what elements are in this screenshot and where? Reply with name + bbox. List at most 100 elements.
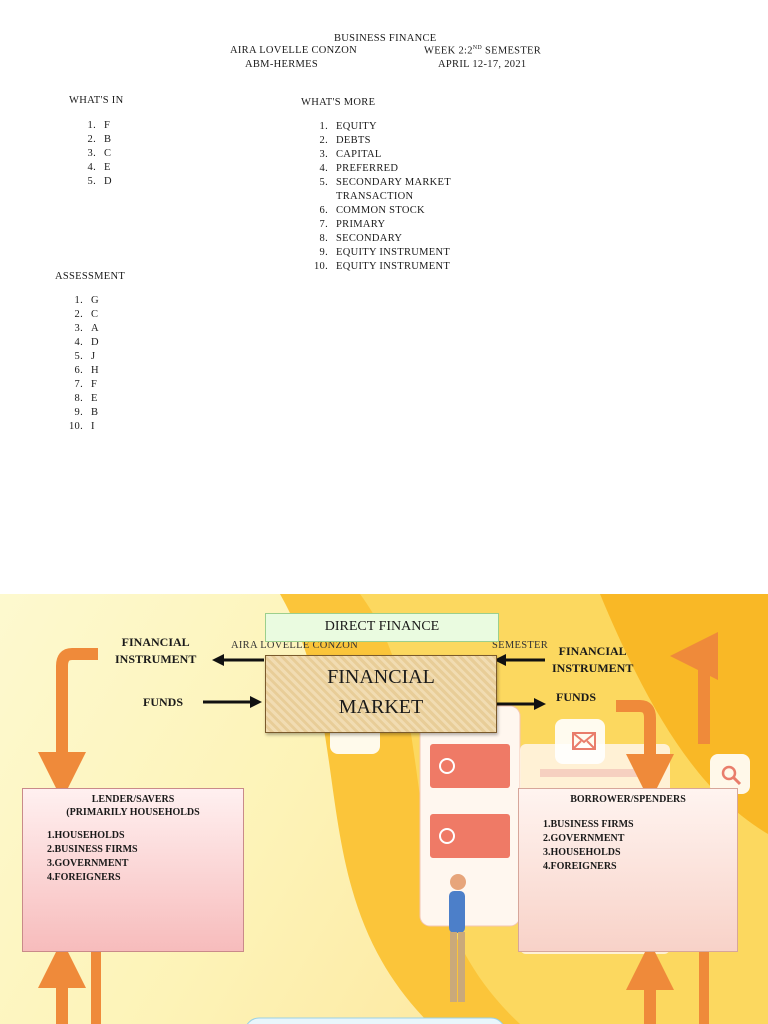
list-item-value: COMMON STOCK (336, 205, 425, 216)
list-item-value: HOUSEHOLDS (550, 847, 621, 858)
left-financial-instrument-label: FINANCIAL INSTRUMENT (115, 635, 197, 666)
list-item: TRANSACTION (313, 190, 451, 204)
list-item: 2.DEBTS (313, 134, 451, 148)
list-item-value: E (104, 162, 111, 173)
list-item-number: 3. (543, 847, 551, 858)
right-financial-instrument-label: FINANCIAL INSTRUMENT (552, 644, 634, 675)
list-item: 2.GOVERNMENT (543, 832, 737, 846)
list-item-number: 5. (74, 351, 83, 362)
list-item: 1.BUSINESS FIRMS (543, 818, 737, 832)
phone-dot-bottom (439, 828, 455, 844)
search-icon (721, 765, 742, 786)
mail-icon (572, 732, 596, 750)
list-item: 10. I (68, 420, 99, 434)
list-item-value: E (91, 393, 98, 404)
date-range: APRIL 12-17, 2021 (438, 59, 527, 70)
list-item-number: 2. (543, 833, 551, 844)
right-funds-label: FUNDS (556, 690, 597, 704)
list-item-value: B (91, 407, 99, 418)
list-item: 3.HOUSEHOLDS (543, 846, 737, 860)
list-item-number: 2. (87, 134, 96, 145)
list-item: 4.FOREIGNERS (47, 871, 243, 885)
list-item-value: EQUITY INSTRUMENT (336, 261, 451, 272)
list-item-value: C (91, 309, 99, 320)
list-item-value: EQUITY (336, 121, 377, 132)
list-item-value: G (91, 295, 99, 306)
list-item: 1.F (82, 119, 112, 133)
list-item: 1. EQUITY (313, 120, 451, 134)
list-item: 6. COMMON STOCK (313, 204, 451, 218)
list-item-value: FOREIGNERS (54, 872, 121, 883)
list-item: 6. H (68, 364, 99, 378)
list-item-number: 1. (319, 121, 328, 132)
page-line-1 (540, 769, 650, 777)
phone-dot-top (439, 758, 455, 774)
list-item-value: H (91, 365, 99, 376)
list-item-number: 6. (74, 365, 83, 376)
list-item-number: 6. (319, 205, 328, 216)
list-item: 1.HOUSEHOLDS (47, 829, 243, 843)
phone-card-bottom (430, 814, 510, 858)
list-item-number: 4. (74, 337, 83, 348)
list-item-number: 5. (87, 176, 96, 187)
student-name: AIRA LOVELLE CONZON (230, 45, 358, 56)
list-item-number: 9. (319, 247, 328, 258)
list-item: 3.CAPITAL (313, 148, 451, 162)
list-item: 3. A (68, 322, 99, 336)
list-item-value: I (91, 421, 95, 432)
flow-arrows (37, 632, 719, 1024)
phone-card-top (430, 744, 510, 788)
list-item-value: A (91, 323, 99, 334)
list-item-number: 5. (319, 177, 328, 188)
list-item: 2.B (82, 133, 112, 147)
list-item-value: F (91, 379, 98, 390)
list-item-number: 8. (74, 393, 83, 404)
list-item-value: SECONDARY (336, 233, 403, 244)
list-item-number: 3. (319, 149, 328, 160)
list-item: 4.FOREIGNERS (543, 860, 737, 874)
list-item: 10.EQUITY INSTRUMENT (313, 260, 451, 274)
assessment-title: ASSESSMENT (55, 271, 126, 282)
borrower-spenders-heading: BORROWER/SPENDERS (570, 794, 686, 805)
list-item-number: 10. (68, 421, 83, 432)
list-item-value: EQUITY INSTRUMENT (336, 247, 451, 258)
list-item-value: C (104, 148, 112, 159)
lender-savers-card: LENDER/SAVERS (PRIMARILY HOUSEHOLDS 1.HO… (22, 788, 244, 952)
list-item: 9. B (68, 406, 99, 420)
section-name: ABM-HERMES (245, 59, 319, 70)
direct-finance-diagram: AIRA LOVELLE CONZON SEMESTER D (0, 594, 768, 1024)
list-item-number: 1. (74, 295, 83, 306)
financial-market-line-2: MARKET (338, 696, 424, 718)
list-item-value: D (104, 176, 112, 187)
direct-finance-title: DIRECT FINANCE (265, 613, 499, 642)
list-item-number: 1. (543, 819, 551, 830)
list-item-number: 4. (47, 872, 55, 883)
financial-market-line-1: FINANCIAL (327, 666, 435, 688)
list-item: 1. G (68, 294, 99, 308)
list-item-value: FOREIGNERS (550, 861, 617, 872)
person-leg-right (458, 932, 465, 1002)
week-semester: WEEK 2:2ND SEMESTER (424, 45, 542, 57)
person-body (449, 891, 465, 933)
left-top-orange-arrow (37, 648, 98, 800)
list-item-number: 4. (87, 162, 96, 173)
list-item: 7.F (68, 378, 99, 392)
left-funds-label: FUNDS (143, 695, 184, 709)
list-item-number: 2. (47, 844, 55, 855)
list-item-number: 9. (74, 407, 83, 418)
right-top-orange-arrow (670, 632, 719, 744)
bg-student-name: AIRA LOVELLE CONZON (231, 640, 359, 651)
list-item-value: TRANSACTION (336, 191, 414, 202)
list-item-number: 3. (74, 323, 83, 334)
list-item-value: HOUSEHOLDS (54, 830, 125, 841)
list-item: 3.GOVERNMENT (47, 857, 243, 871)
list-item-number: 3. (87, 148, 96, 159)
list-item-value: J (91, 351, 96, 362)
list-item: 5. J (68, 350, 99, 364)
list-item-number: 1. (87, 120, 96, 131)
list-item-number: 1. (47, 830, 55, 841)
